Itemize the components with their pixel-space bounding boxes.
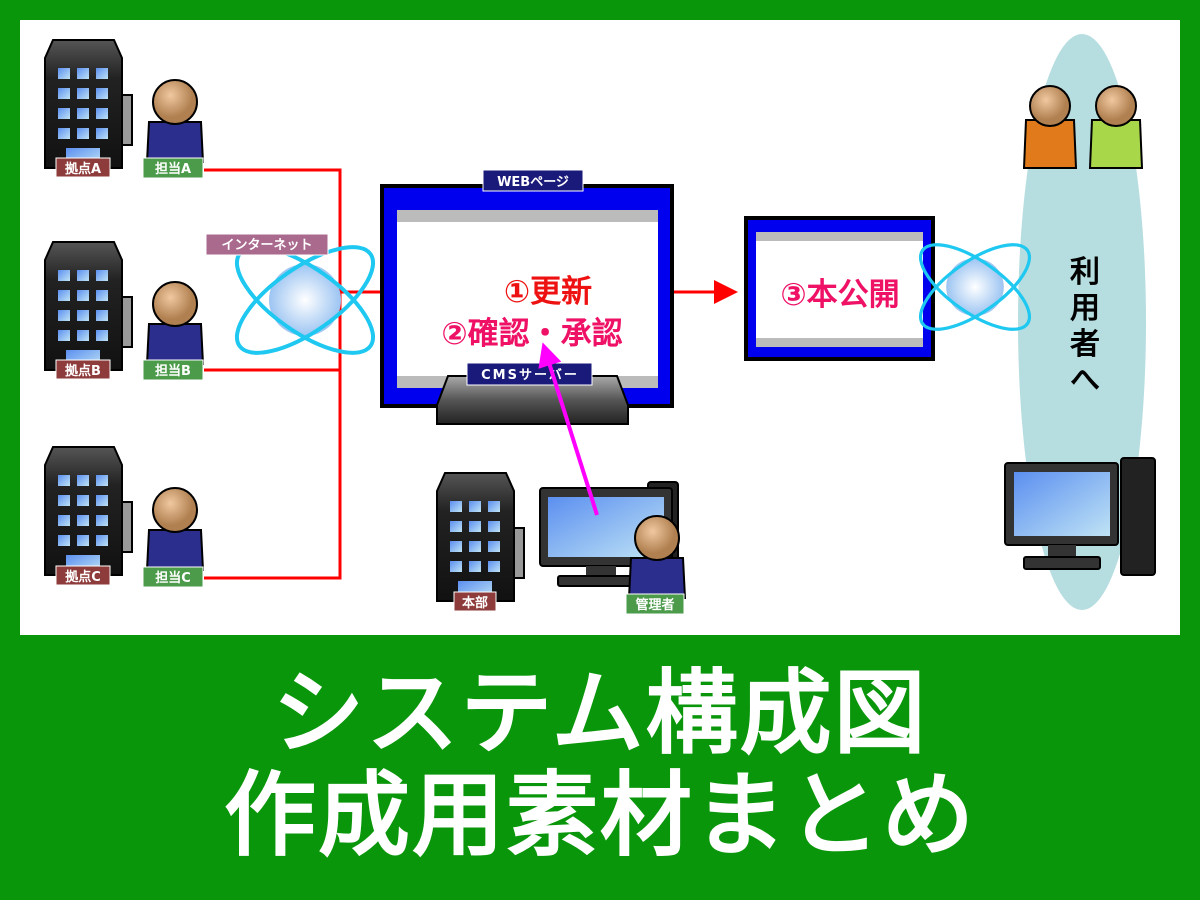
step-update: ①更新 [504, 274, 592, 310]
building-icon [436, 472, 525, 602]
to-users-char: へ [1070, 363, 1100, 398]
site-labels: 拠点A 拠点B 拠点C 担当A 担当B 担当C [55, 157, 204, 588]
building-icon [44, 446, 133, 576]
hq-label-bg [453, 591, 497, 612]
step-publish: ③本公開 [780, 277, 899, 313]
admin-label: 管理者 [635, 597, 674, 613]
person-icon [146, 79, 204, 163]
site-a-label: 拠点A [65, 161, 101, 177]
building-icon [44, 39, 133, 169]
building-icon [44, 241, 133, 371]
to-users-char: 者 [1070, 327, 1100, 362]
site-b-label: 拠点B [65, 363, 101, 379]
user-orange-icon [1022, 85, 1078, 169]
title-line-1: システム構成図 [272, 660, 928, 767]
staff-a-label: 担当A [155, 161, 191, 177]
site-c-label: 拠点C [65, 569, 101, 585]
approval-arrow [538, 342, 599, 516]
title-line-2: 作成用素材まとめ [223, 762, 976, 869]
user-computer-icon [1004, 457, 1156, 576]
internet-label: インターネット [221, 238, 312, 253]
admin-person-icon [628, 515, 686, 599]
web-page-label: WEBページ [497, 175, 569, 190]
internet-label-bg [205, 233, 329, 256]
user-green-icon [1088, 85, 1144, 169]
step-approve: ②確認・承認 [441, 316, 622, 352]
staff-c-label: 担当C [155, 570, 191, 586]
cms-server-label: CMSサーバー [481, 368, 579, 383]
staff-b-label: 担当B [155, 363, 191, 379]
to-users-label: 利 用 者 へ [1070, 255, 1100, 398]
person-icon [146, 281, 204, 365]
to-users-char: 用 [1070, 291, 1100, 326]
public-screen [744, 216, 935, 361]
hq-label: 本部 [462, 595, 488, 611]
person-icon [146, 487, 204, 571]
to-users-char: 利 [1070, 255, 1100, 290]
admin-label-bg [625, 593, 685, 615]
